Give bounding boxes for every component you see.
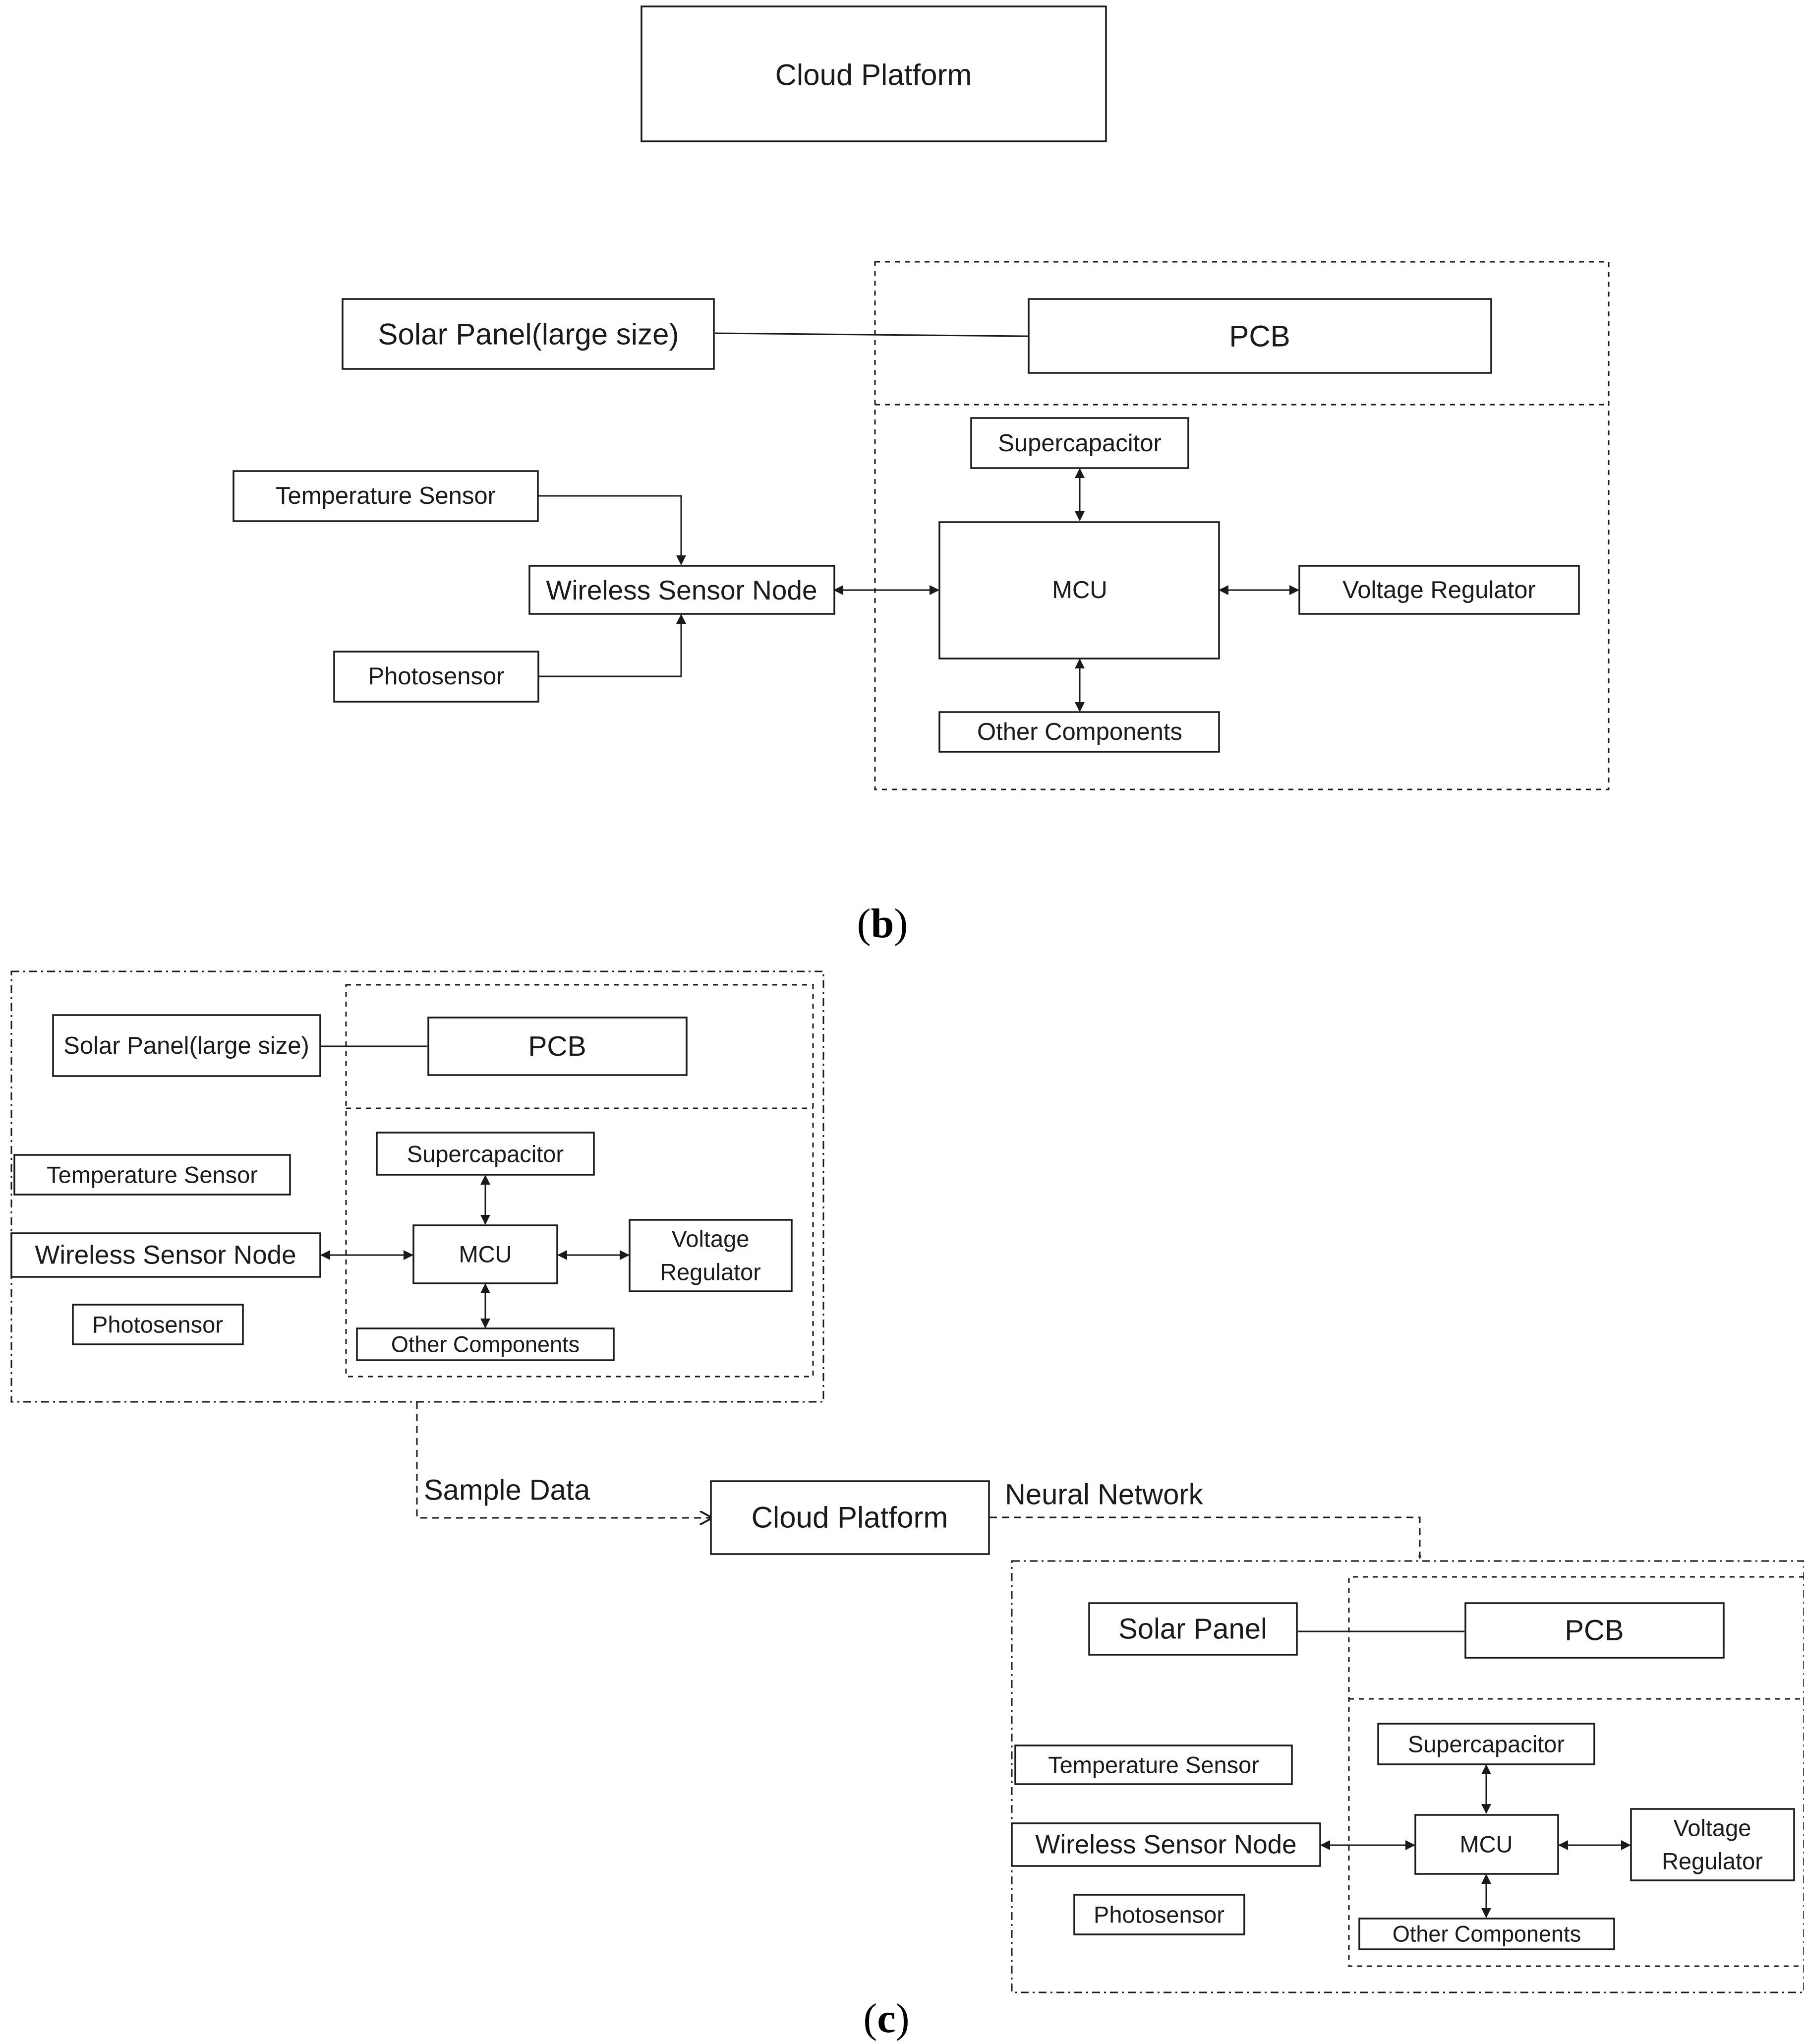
c-right-temperature-sensor-box <box>1014 1744 1293 1785</box>
c-left-pcb-box <box>427 1017 688 1076</box>
c-right-supercapacitor-box <box>1377 1723 1595 1765</box>
c-left-other-components-label: Other Components <box>391 1332 580 1357</box>
c-left-other-components-box <box>356 1327 615 1361</box>
panel-b: Solar Panel(large size) PCB Supercapacit… <box>233 261 1610 947</box>
b-temp-to-node-arrow <box>538 495 686 565</box>
b-temperature-sensor-box <box>233 470 539 522</box>
c-left-voltage-regulator-box <box>629 1219 793 1292</box>
b-wireless-sensor-node-label: Wireless Sensor Node <box>546 575 817 605</box>
c-right-supercapacitor-label: Supercapacitor <box>1408 1731 1565 1757</box>
c-right-solar-panel-label: Solar Panel <box>1118 1613 1267 1645</box>
b-solar-pcb-line <box>714 332 1028 337</box>
c-left-supercapacitor-label: Supercapacitor <box>407 1141 564 1167</box>
panel-c-right-system: Solar Panel PCB Supercapacitor Temperatu… <box>1011 1560 1804 1993</box>
c-left-mcu-box <box>412 1224 558 1284</box>
panel-c-left-system: Solar Panel(large size) PCB Supercapacit… <box>10 970 824 1403</box>
c-left-wireless-sensor-node-label: Wireless Sensor Node <box>35 1241 296 1270</box>
caption-c: (c) <box>863 1995 909 2042</box>
c-left-supercapacitor-box <box>376 1132 595 1176</box>
c-right-voltage-regulator-box <box>1630 1808 1795 1881</box>
c-left-voltage-label-line2: Regulator <box>660 1259 761 1285</box>
c-right-pcb-box <box>1464 1602 1725 1659</box>
b-photo-to-node-arrow <box>538 614 686 677</box>
c-right-temperature-sensor-label: Temperature Sensor <box>1048 1752 1259 1778</box>
c-right-mcu-box <box>1414 1814 1559 1875</box>
c-cloud-platform-box <box>710 1480 990 1555</box>
c-left-voltage-label-line1: Voltage <box>672 1226 750 1252</box>
c-right-pcb-enclosure <box>1348 1576 1804 1967</box>
b-pcb-box <box>1028 298 1492 374</box>
b-pcb-enclosure <box>874 261 1610 790</box>
b-supercapacitor-label: Supercapacitor <box>998 430 1162 457</box>
sample-data-arrow <box>416 1402 712 1518</box>
c-left-temperature-sensor-label: Temperature Sensor <box>47 1162 258 1188</box>
neural-network-arrow <box>990 1516 1422 1559</box>
c-right-mcu-label: MCU <box>1459 1831 1513 1858</box>
c-left-solar-panel-label: Solar Panel(large size) <box>63 1032 309 1059</box>
c-left-solar-panel-box <box>52 1014 321 1077</box>
caption-b: (b) <box>857 901 908 947</box>
b-wireless-sensor-node-box <box>528 565 835 615</box>
b-mcu-box <box>938 521 1220 660</box>
b-solar-panel-box <box>342 298 715 370</box>
b-mcu-label: MCU <box>1052 577 1107 603</box>
b-photosensor-label: Photosensor <box>368 663 504 690</box>
c-right-solar-panel-box <box>1088 1602 1298 1656</box>
c-left-pcb-enclosure <box>345 984 814 1378</box>
b-voltage-regulator-box <box>1298 565 1580 615</box>
b-other-components-label: Other Components <box>977 719 1182 745</box>
c-right-voltage-label-line2: Regulator <box>1662 1848 1763 1874</box>
b-other-components-box <box>938 711 1220 753</box>
c-right-wireless-sensor-node-label: Wireless Sensor Node <box>1035 1830 1296 1860</box>
c-left-wireless-sensor-node-box <box>10 1232 321 1278</box>
panel-c-data-flow: Sample Data Cloud Platform Neural Networ… <box>416 1402 1422 1559</box>
b-photosensor-box <box>333 651 539 703</box>
c-right-other-components-label: Other Components <box>1393 1922 1581 1947</box>
c-left-outer-boundary <box>10 970 824 1403</box>
b-supercapacitor-box <box>970 417 1189 469</box>
neural-network-label: Neural Network <box>1005 1479 1204 1511</box>
top-cloud-platform-label: Cloud Platform <box>775 59 972 92</box>
b-temperature-sensor-label: Temperature Sensor <box>276 482 496 509</box>
c-left-photosensor-box <box>72 1304 244 1345</box>
c-right-wireless-sensor-node-box <box>1011 1822 1321 1867</box>
c-right-voltage-label-line1: Voltage <box>1674 1815 1751 1841</box>
c-right-pcb-label: PCB <box>1565 1615 1624 1647</box>
c-left-temperature-sensor-box <box>13 1154 291 1196</box>
b-voltage-regulator-label: Voltage Regulator <box>1342 577 1536 603</box>
c-right-photosensor-label: Photosensor <box>1094 1902 1224 1928</box>
b-pcb-label: PCB <box>1229 320 1290 353</box>
sample-data-label: Sample Data <box>424 1474 590 1506</box>
c-left-mcu-label: MCU <box>459 1241 512 1267</box>
c-right-photosensor-box <box>1073 1894 1245 1935</box>
b-solar-panel-label: Solar Panel(large size) <box>378 318 679 351</box>
c-left-pcb-label: PCB <box>528 1030 586 1062</box>
c-cloud-platform-label: Cloud Platform <box>752 1501 948 1534</box>
top-cloud-platform: Cloud Platform <box>640 5 1107 142</box>
c-left-photosensor-label: Photosensor <box>92 1312 223 1338</box>
c-right-outer-boundary <box>1011 1560 1804 1993</box>
c-right-other-components-box <box>1358 1918 1615 1950</box>
